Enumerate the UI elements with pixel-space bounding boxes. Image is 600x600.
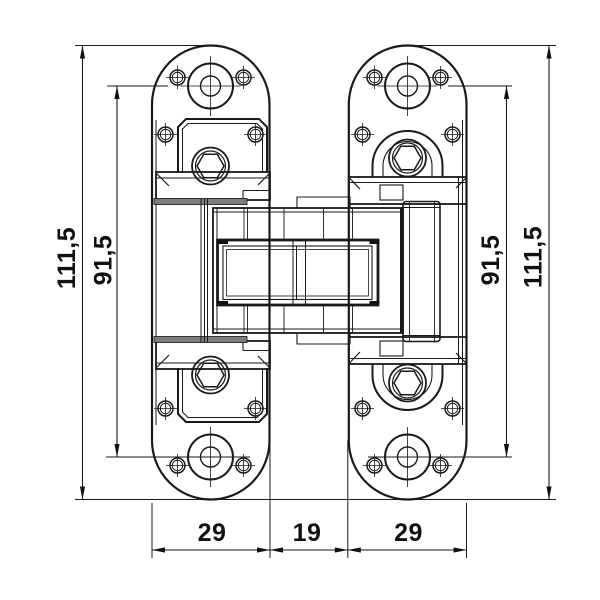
arrowhead — [257, 547, 270, 553]
crosshair — [351, 397, 374, 420]
crosshair — [363, 66, 386, 89]
crosshair — [180, 56, 241, 116]
hex-bolt-inner — [194, 150, 227, 182]
dim-label-bottom-right: 29 — [394, 519, 423, 547]
crosshair — [429, 454, 452, 477]
arrowhead — [546, 45, 552, 59]
hex-bolt-outer — [388, 363, 427, 403]
arrowhead — [79, 486, 86, 500]
hex-bolt-inner — [194, 359, 227, 391]
dim-label-right-outer: 111,5 — [520, 226, 548, 288]
crosshair — [363, 454, 386, 477]
flange — [347, 176, 468, 205]
hex-socket-icon — [393, 145, 422, 171]
crosshair — [154, 397, 177, 420]
bottom-band-dividers — [243, 305, 353, 333]
flange-notch — [379, 340, 404, 357]
arrowhead — [114, 86, 120, 99]
crosshair — [232, 66, 255, 89]
hex-bolt-inner — [391, 367, 424, 399]
flange — [155, 340, 271, 370]
arrowhead — [453, 547, 467, 553]
hex-bolt-outer — [388, 138, 427, 178]
flange — [155, 171, 271, 201]
dimension-annotations: 111,5 91,5 91,5 111,5 29 19 29 — [53, 45, 556, 558]
arrowhead — [347, 547, 361, 553]
arrowhead — [114, 444, 120, 457]
crosshair — [244, 397, 267, 420]
crosshair — [166, 454, 189, 477]
hex-socket-icon — [393, 370, 422, 396]
hex-bolt-outer — [191, 146, 230, 186]
dim-label-right-inner: 91,5 — [477, 235, 505, 286]
right-top-mounting-body — [347, 130, 468, 205]
hex-bolt-outer — [191, 355, 230, 395]
crosshair — [244, 123, 267, 146]
crosshair — [429, 66, 452, 89]
screw-holes — [154, 66, 464, 477]
hex-socket-icon — [196, 362, 225, 388]
left-plate-arm-edges — [200, 198, 208, 343]
arrowhead — [152, 547, 165, 553]
dim-label-bottom-left: 29 — [198, 519, 227, 547]
bottom-dim-extension-lines — [151, 440, 467, 558]
arrowhead — [503, 444, 510, 457]
arrowhead — [79, 45, 86, 59]
arrowhead — [270, 547, 283, 553]
arrowhead — [334, 547, 348, 553]
arch-outline — [371, 130, 444, 178]
right-slide-panel — [402, 200, 441, 343]
dim-label-left-outer: 111,5 — [53, 227, 81, 289]
dim-label-left-inner: 91,5 — [90, 235, 118, 286]
top-band-dividers — [243, 208, 353, 240]
right-bottom-mounting-body — [347, 336, 468, 411]
arch-outline — [371, 363, 444, 411]
hinge-arm-assembly — [153, 196, 441, 345]
cup-outline — [177, 368, 268, 423]
arm-link-joints — [292, 241, 306, 304]
crosshair — [441, 397, 464, 420]
arm-outer-housing — [212, 207, 404, 334]
dimension-arrowheads — [79, 45, 552, 553]
arm-inner-frame — [216, 238, 380, 307]
hex-socket-icon — [196, 153, 225, 179]
crosshair — [351, 123, 374, 146]
hex-bolts — [191, 138, 427, 403]
crosshair — [166, 66, 189, 89]
gap-steps — [296, 196, 351, 345]
crosshair — [232, 454, 255, 477]
crosshair — [441, 123, 464, 146]
arrowhead — [503, 86, 510, 99]
left-top-mounting-cup — [155, 118, 271, 201]
crosshair — [377, 56, 438, 116]
arrowhead — [546, 486, 552, 500]
hex-bolt-inner — [391, 142, 424, 174]
crosshair — [154, 123, 177, 146]
flange-notch — [379, 184, 404, 201]
dim-label-bottom-middle: 19 — [293, 519, 322, 547]
